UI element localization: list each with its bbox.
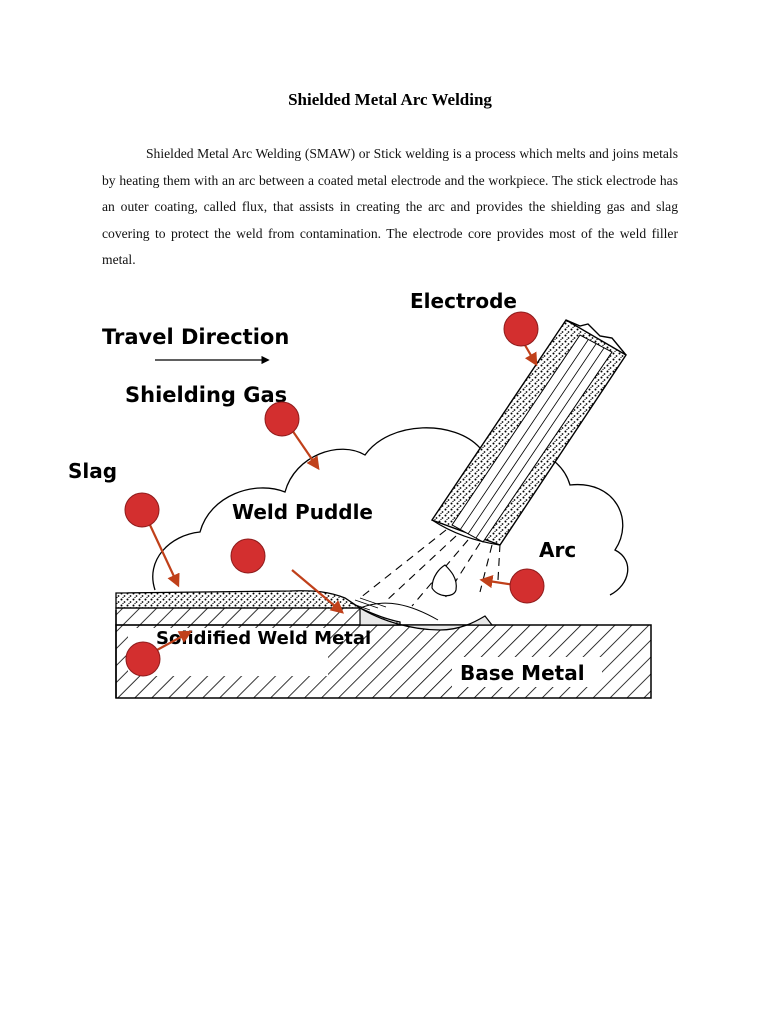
- label-travel-direction: Travel Direction: [102, 325, 289, 349]
- intro-paragraph: Shielded Metal Arc Welding (SMAW) or Sti…: [102, 146, 678, 267]
- marker-arc: [509, 568, 545, 604]
- label-electrode: Electrode: [410, 289, 517, 313]
- label-base-metal: Base Metal: [460, 661, 585, 685]
- pointer-shielding-gas: [291, 429, 320, 471]
- label-arc: Arc: [539, 538, 576, 562]
- page-title: Shielded Metal Arc Welding: [288, 90, 492, 109]
- pointer-arc: [479, 575, 516, 589]
- electrode-rod: [430, 319, 627, 546]
- arc-dashes: [359, 529, 501, 607]
- label-weld-puddle: Weld Puddle: [232, 500, 373, 524]
- solidified-weld-metal-region: [115, 607, 401, 626]
- shielding-gas-cloud: [152, 427, 629, 596]
- marker-solidified-weld-metal: [125, 641, 161, 677]
- marker-electrode: [503, 311, 539, 347]
- weld-puddle-region: [359, 606, 494, 631]
- pointer-weld-puddle: [291, 569, 345, 614]
- marker-shielding-gas: [264, 401, 300, 437]
- smaw-diagram: Electrode Travel Direction Shielding Gas…: [60, 280, 710, 710]
- label-slag: Slag: [68, 459, 117, 483]
- label-shielding-gas: Shielding Gas: [125, 383, 287, 407]
- marker-slag: [124, 492, 160, 528]
- marker-weld-puddle: [230, 538, 266, 574]
- slag-layer: [115, 590, 363, 609]
- molten-droplet: [431, 564, 457, 597]
- pointer-slag: [149, 524, 180, 588]
- pointer-solidified: [156, 630, 193, 651]
- label-solidified-weld-metal: Solidified Weld Metal: [156, 628, 371, 649]
